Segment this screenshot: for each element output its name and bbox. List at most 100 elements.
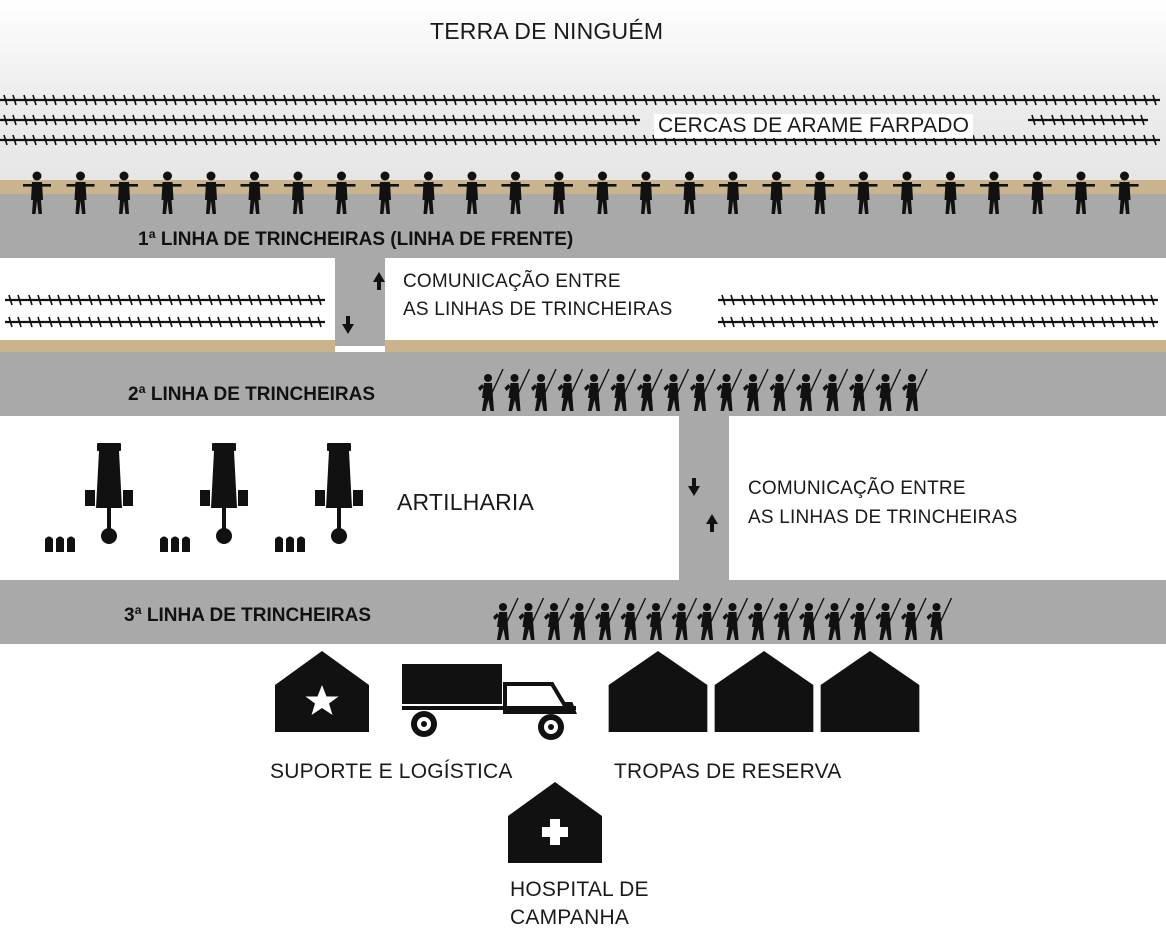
barbed-wire-icon <box>243 293 267 307</box>
barbed-wire-icon <box>876 293 900 307</box>
barbed-wire-icon <box>836 315 860 329</box>
first-trench-line <box>0 194 1166 258</box>
barbed-wire-icon <box>1116 293 1140 307</box>
barbed-wire-icon <box>23 293 47 307</box>
communication-upper-line2: AS LINHAS DE TRINCHEIRAS <box>399 299 677 321</box>
arrow-down-icon <box>688 478 700 496</box>
barbed-wire-icon <box>3 293 27 307</box>
barbed-wire-icon <box>83 293 107 307</box>
barbed-wire-icon <box>183 293 207 307</box>
barbed-wire-icon <box>103 315 127 329</box>
sandbag-parapet-second-left <box>0 340 335 353</box>
barbed-wire-icon <box>203 315 227 329</box>
barbed-wire-icon <box>756 293 780 307</box>
barbed-wire-icon <box>716 293 740 307</box>
reserve-tents <box>608 651 920 732</box>
second-trench-line <box>0 352 1166 416</box>
barbed-wire-icon <box>303 293 327 307</box>
barbed-wire-icon <box>123 315 147 329</box>
arrow-up-icon <box>706 514 718 532</box>
barbed-wire-icon <box>263 293 287 307</box>
barbed-wire-icon <box>143 293 167 307</box>
barbed-wire-icon <box>303 315 327 329</box>
cannon-icon <box>315 443 363 544</box>
barbed-wire-icon <box>1136 315 1160 329</box>
no-mans-land-title: TERRA DE NINGUÉM <box>430 18 664 44</box>
artillery-shell-icon <box>286 536 294 552</box>
barbed-wire-icon <box>736 293 760 307</box>
artillery-shell-icon <box>297 536 305 552</box>
no-mans-land-area <box>0 0 1166 182</box>
communication-upper-line1: COMUNICAÇÃO ENTRE <box>403 271 621 292</box>
barbed-wire-icon <box>1096 315 1120 329</box>
barbed-wire-icon <box>796 315 820 329</box>
artillery-label: ARTILHARIA <box>397 489 535 515</box>
artillery-shell-icon <box>160 536 168 552</box>
artillery-shell-icon <box>182 536 190 552</box>
barbed-wire-icon <box>976 315 1000 329</box>
barbed-wire-icon <box>996 293 1020 307</box>
artillery-shell-icon <box>275 536 283 552</box>
barbed-wire-icon <box>1016 315 1040 329</box>
first-trench-label: 1ª LINHA DE TRINCHEIRAS (LINHA DE FRENTE… <box>138 229 574 250</box>
sandbag-parapet-front <box>0 180 1166 194</box>
barbed-wire-icon <box>936 315 960 329</box>
cannon-icon <box>85 443 133 544</box>
hospital-label-line2: CAMPANHA <box>510 906 630 929</box>
barbed-wire-icon <box>223 293 247 307</box>
reserve-label: TROPAS DE RESERVA <box>614 760 842 783</box>
barbed-wire-icon <box>243 315 267 329</box>
barbed-wire-icon <box>43 293 67 307</box>
arrow-up-icon <box>373 272 385 290</box>
barbed-wire-icon <box>223 315 247 329</box>
barbed-wire-icon <box>756 315 780 329</box>
barbed-wire-icon <box>43 315 67 329</box>
cross-tent-icon <box>508 782 602 863</box>
barbed-wire-icon <box>816 315 840 329</box>
barbed-wire-icon <box>1096 293 1120 307</box>
barbed-wire-icon <box>1036 315 1060 329</box>
sandbag-parapet-second-right <box>385 340 1166 353</box>
barbed-wire-icon <box>123 293 147 307</box>
tent-icon <box>714 651 814 732</box>
barbed-wire-icon <box>936 293 960 307</box>
artillery-shell-icon <box>45 536 53 552</box>
tent-icon <box>608 651 708 732</box>
barbed-wire-icon <box>1136 293 1160 307</box>
barbed-wire-icon <box>1076 293 1100 307</box>
barbed-wire-icon <box>203 293 227 307</box>
barbed-wire-icon <box>63 293 87 307</box>
barbed-wire-icon <box>83 315 107 329</box>
barbed-wire-icon <box>796 293 820 307</box>
barbed-wire-icon <box>283 293 307 307</box>
third-trench-label: 3ª LINHA DE TRINCHEIRAS <box>124 605 372 626</box>
barbed-wire-icon <box>1036 293 1060 307</box>
barbed-wire-icon <box>63 315 87 329</box>
barbed-wire-icon <box>263 315 287 329</box>
barbed-wire-icon <box>163 315 187 329</box>
arrow-down-icon <box>342 316 354 334</box>
cannon-icon <box>200 443 248 544</box>
barbed-wire-icon <box>896 293 920 307</box>
star-tent-icon <box>275 651 369 732</box>
barbed-wire-icon <box>163 293 187 307</box>
hospital-label-line1: HOSPITAL DE <box>510 878 649 901</box>
barbed-wire-icon <box>776 315 800 329</box>
barbed-wire-icon <box>896 315 920 329</box>
barbed-wire-icon <box>1076 315 1100 329</box>
barbed-wire-icon <box>856 315 880 329</box>
barbed-wire-icon <box>1116 315 1140 329</box>
support-label: SUPORTE E LOGÍSTICA <box>270 760 513 783</box>
barbed-wire-icon <box>23 315 47 329</box>
barbed-wire-icon <box>143 315 167 329</box>
communication-trench-lower <box>679 414 729 582</box>
second-trench-label: 2ª LINHA DE TRINCHEIRAS <box>128 384 376 405</box>
barbed-wire-icon <box>916 315 940 329</box>
barbed-wire-icon <box>836 293 860 307</box>
barbed-wire-icon <box>1056 293 1080 307</box>
barbed-wire-icon <box>3 315 27 329</box>
barbed-wire-icon <box>716 315 740 329</box>
barbed-wire-icon <box>283 315 307 329</box>
artillery-pieces <box>45 443 363 552</box>
